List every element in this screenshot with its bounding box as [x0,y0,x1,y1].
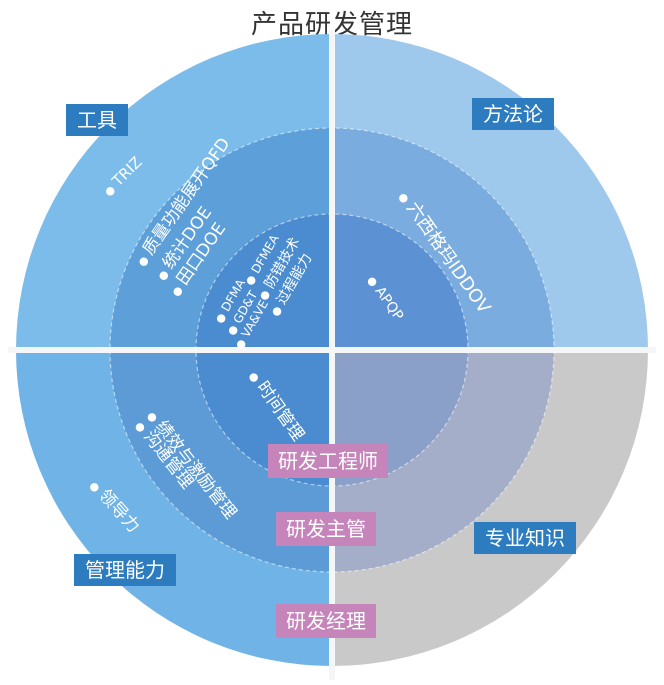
role-supervisor: 研发主管 [276,512,376,546]
quadrant-tag-management: 管理能力 [74,554,176,586]
inner-ring-methodology [332,214,468,350]
role-engineer: 研发工程师 [268,444,388,478]
vertical-divider [329,30,335,680]
quadrant-tag-knowledge: 专业知识 [474,522,576,554]
inner-ring-tools [196,214,332,350]
quadrant-tag-tools: 工具 [66,104,128,136]
quadrant-tag-methodology: 方法论 [472,98,554,130]
role-manager: 研发经理 [276,604,376,638]
